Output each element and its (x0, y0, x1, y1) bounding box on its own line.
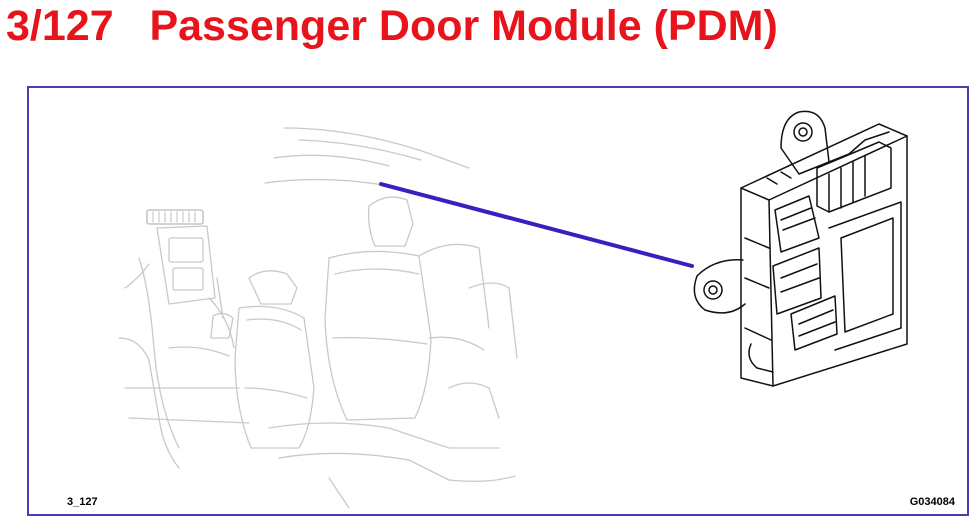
car-interior-illustration (118, 127, 518, 509)
image-code: G034084 (909, 496, 955, 508)
page-title: 3/127 Passenger Door Module (PDM) (6, 0, 778, 52)
door-module-illustration (693, 110, 908, 387)
reference-code: 3_127 (67, 496, 98, 508)
title-text: Passenger Door Module (PDM) (149, 2, 778, 50)
slide-number: 3/127 (6, 2, 114, 50)
diagram-frame: 3_127 G034084 (27, 86, 969, 516)
pointer-line (379, 182, 694, 268)
diagram-canvas (118, 110, 908, 509)
